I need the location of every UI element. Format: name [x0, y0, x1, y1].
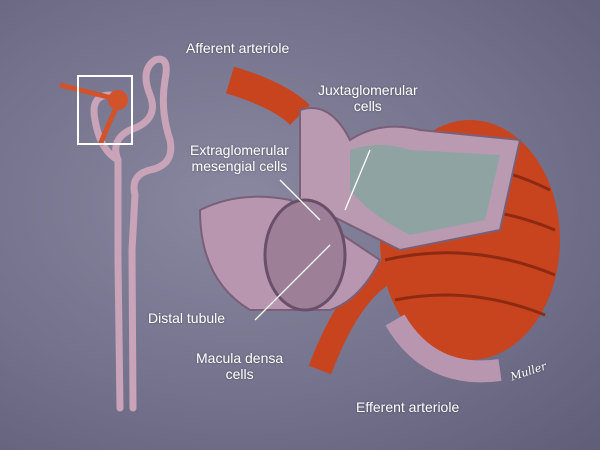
label-line: cells: [225, 366, 254, 382]
label-afferent-arteriole: Afferent arteriole: [186, 40, 290, 56]
label-efferent-arteriole: Efferent arteriole: [356, 399, 460, 415]
lumen: [350, 145, 500, 235]
zoom-box: [77, 75, 133, 145]
tubule-loop: [385, 314, 502, 383]
label-line: Juxtaglomerular: [318, 82, 418, 98]
label-distal-tubule: Distal tubule: [148, 310, 226, 326]
tubule-opening: [263, 198, 347, 312]
efferent-arteriole: [308, 259, 396, 375]
label-line: Macula densa: [196, 350, 284, 366]
label-line: mesengial cells: [191, 158, 288, 174]
label-line: Extraglomerular: [190, 142, 289, 158]
label-extraglomerular-mesengial-cells: Extraglomerular mesengial cells: [190, 142, 289, 174]
label-macula-densa-cells: Macula densa cells: [196, 350, 283, 382]
afferent-arteriole: [225, 66, 310, 126]
label-line: cells: [353, 98, 382, 114]
label-juxtaglomerular-cells: Juxtaglomerular cells: [318, 82, 418, 114]
mini-glomerulus: [108, 90, 128, 110]
leader-lines: [254, 149, 371, 321]
